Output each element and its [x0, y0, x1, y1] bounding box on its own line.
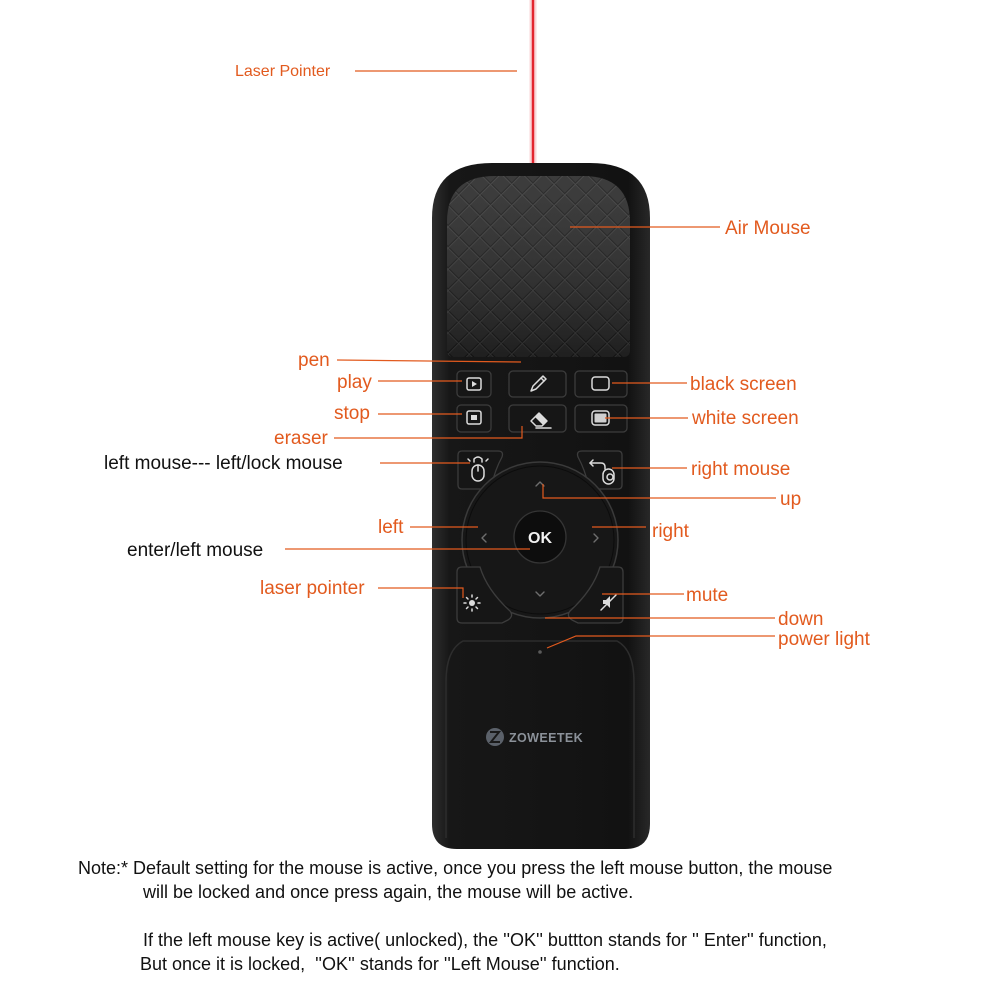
power-light-indicator — [538, 650, 542, 654]
note-line-3: If the left mouse key is active( unlocke… — [143, 930, 827, 950]
note-line-4: But once it is locked, ''OK'' stands for… — [140, 954, 620, 974]
pen-icon — [530, 375, 547, 392]
callout-laser-beam: Laser Pointer — [235, 63, 331, 80]
mute-button — [567, 566, 624, 624]
mouse-lock-icon — [467, 456, 489, 482]
callout-laser-pointer: laser pointer — [260, 578, 365, 599]
ok-button: OK — [513, 510, 567, 564]
callout-right-mouse: right mouse — [691, 459, 790, 480]
callout-play: play — [337, 372, 372, 393]
callout-stop: stop — [334, 403, 370, 424]
lower-panel-outline — [445, 640, 635, 838]
play-button — [456, 370, 492, 398]
right-click-icon — [589, 459, 615, 485]
callout-air-mouse: Air Mouse — [725, 218, 811, 239]
black-screen-button — [574, 370, 628, 398]
callout-power-light: power light — [778, 629, 871, 650]
callout-white-screen: white screen — [691, 408, 799, 429]
callout-black-screen: black screen — [690, 374, 797, 395]
leader-line-up — [542, 484, 776, 499]
leader-line-laser-pointer — [378, 587, 464, 598]
callout-mute: mute — [686, 585, 728, 606]
dpad: OK — [461, 461, 619, 619]
brand-logo: ZOWEETEK — [486, 728, 583, 746]
white-screen-button — [574, 404, 628, 433]
usage-note: Note:* Default setting for the mouse is … — [78, 858, 832, 974]
pen-button — [508, 370, 567, 398]
callout-down: down — [778, 609, 823, 630]
callout-labels: Laser Pointer Air Mouse pen play black s… — [104, 63, 871, 650]
leader-line-pen — [336, 359, 522, 363]
callout-eraser: eraser — [274, 428, 329, 449]
callout-enter-left-mouse: enter/left mouse — [127, 540, 263, 561]
leader-lines — [285, 70, 776, 649]
callout-left: left — [378, 517, 404, 538]
chevron-left-icon — [481, 533, 487, 543]
chevron-right-icon — [593, 533, 599, 543]
zoweetek-logo-icon — [486, 728, 504, 746]
eraser-icon — [530, 412, 552, 429]
callout-pen: pen — [298, 350, 330, 371]
callout-up: up — [780, 489, 801, 510]
remote-control: OK ZOWEETEK — [432, 163, 650, 849]
ok-button-label: OK — [528, 530, 552, 547]
callout-left-mouse: left mouse--- left/lock mouse — [104, 453, 343, 474]
laser-icon — [463, 594, 481, 612]
note-line-1: Note:* Default setting for the mouse is … — [78, 858, 832, 878]
stop-button — [456, 404, 492, 433]
play-icon — [466, 377, 482, 391]
leader-line-eraser — [334, 426, 523, 439]
touchpad-shading — [447, 176, 630, 357]
brand-name: ZOWEETEK — [509, 731, 583, 745]
leader-line-power-light — [546, 635, 775, 649]
chevron-down-icon — [535, 591, 545, 597]
black-screen-icon — [591, 376, 610, 391]
laser-pointer-button — [456, 566, 513, 624]
callout-right: right — [652, 521, 690, 542]
stop-icon — [466, 410, 482, 425]
mute-icon — [600, 594, 617, 611]
note-line-2: will be locked and once press again, the… — [142, 882, 633, 902]
eraser-button — [508, 404, 567, 433]
